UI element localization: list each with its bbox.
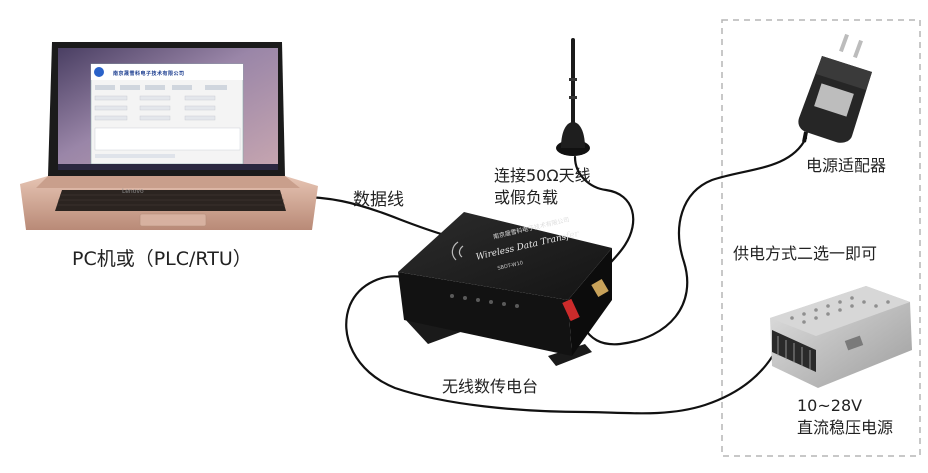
laptop-brand: Lenovo [122,188,144,195]
antenna-label: 连接50Ω天线 或假负载 [494,165,591,209]
data-cable [284,195,450,238]
keyboard [55,190,286,211]
power-adapter [798,33,872,143]
software-title: 南京晟雪科电子技术有限公司 [113,71,185,77]
pc-label: PC机或（PLC/RTU） [72,248,252,270]
adapter-label: 电源适配器 [806,156,887,175]
antenna-label-line2: 或假负载 [494,188,559,207]
antenna [556,38,590,156]
dc-power-supply [770,286,912,388]
psu-label-line1: 10~28V [797,396,863,415]
laptop [20,42,318,230]
psu-label: 10~28V 直流稳压电源 [797,395,893,439]
antenna-label-line1: 连接50Ω天线 [494,166,591,185]
trackpad [139,213,207,227]
adapter-cable [581,136,808,346]
psu-label-line2: 直流稳压电源 [797,418,894,437]
data-cable-label: 数据线 [353,190,404,210]
radio-label: 无线数传电台 [442,377,539,396]
power-choice-label: 供电方式二选一即可 [733,244,878,263]
radio-device [398,212,612,366]
power-options-box [721,19,921,457]
psu-cable [345,275,777,415]
